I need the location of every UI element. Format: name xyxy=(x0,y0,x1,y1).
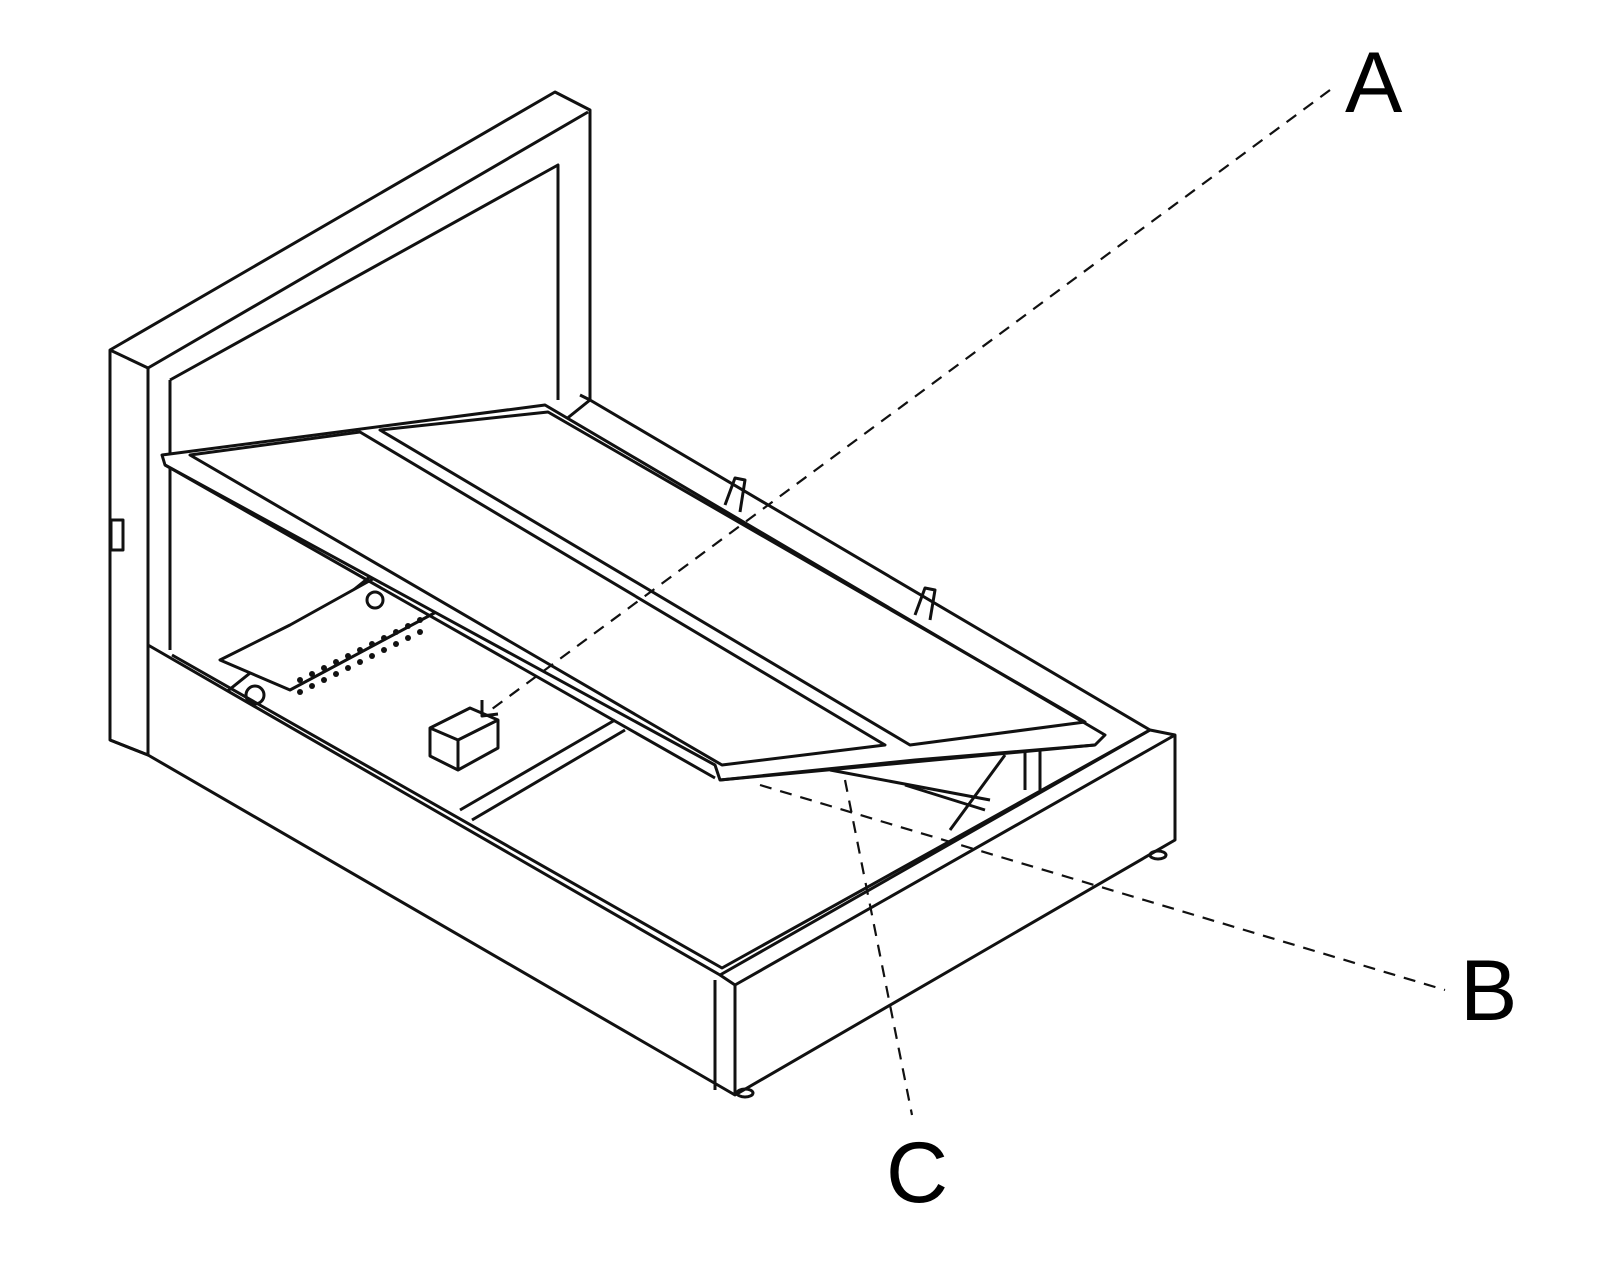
leader-line-b xyxy=(759,783,1446,992)
label-a: A xyxy=(1345,35,1403,131)
usb-port xyxy=(109,518,125,552)
label-b: B xyxy=(1460,943,1518,1039)
lifted-lid xyxy=(160,403,1107,782)
leader-line-a xyxy=(487,89,1331,713)
leader-lines xyxy=(480,89,1446,1116)
headboard xyxy=(108,90,592,757)
label-c: C xyxy=(886,1125,949,1221)
lift-mechanism xyxy=(829,750,1042,831)
arrow-icon xyxy=(480,700,499,718)
leader-line-c xyxy=(843,779,914,1116)
motor-box xyxy=(218,573,442,706)
small-box xyxy=(428,706,500,772)
lid-handle xyxy=(723,476,747,513)
lid-handle xyxy=(913,586,937,621)
bed-base xyxy=(146,393,1177,1099)
